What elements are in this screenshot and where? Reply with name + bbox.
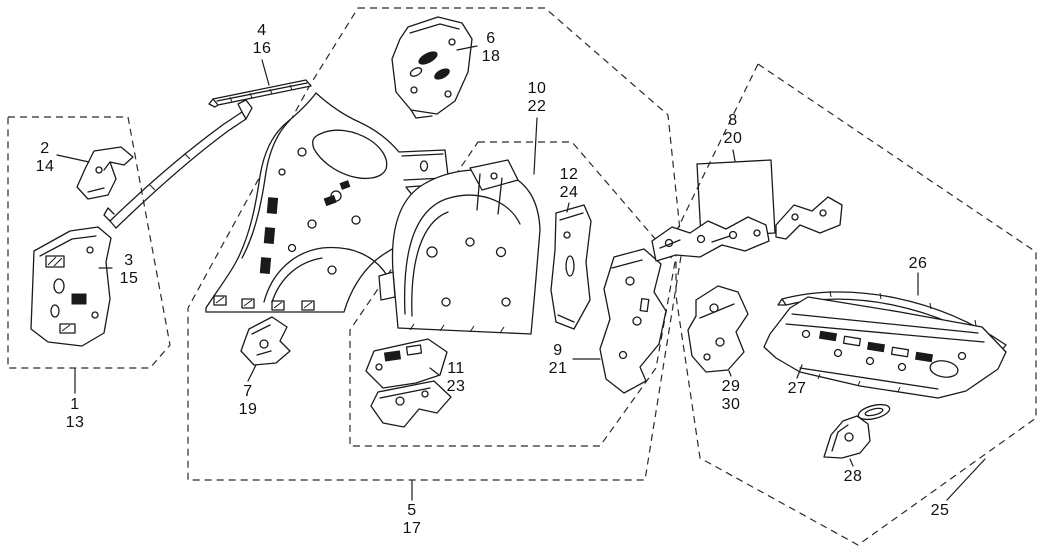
leader-line-11-23 xyxy=(429,367,440,376)
part-drawing-27 xyxy=(763,296,1007,399)
part-callout-26: 26 xyxy=(908,255,928,272)
leader-line-28 xyxy=(849,458,854,467)
part-drawing-11-23 xyxy=(365,338,452,428)
leader-line-10-22 xyxy=(533,117,538,175)
part-drawing-28 xyxy=(823,403,891,459)
part-drawing-4-16-rail xyxy=(103,99,253,229)
part-drawing-7-19 xyxy=(240,316,291,366)
leader-lines xyxy=(56,45,986,501)
part-drawing-6-18 xyxy=(391,16,473,119)
part-drawing-3-15 xyxy=(30,226,112,347)
part-drawing-8-20 xyxy=(696,159,776,238)
leader-line-2-14 xyxy=(56,154,90,163)
leader-line-6-18 xyxy=(456,45,478,51)
leader-line-27 xyxy=(796,364,803,379)
leader-line-8-20 xyxy=(732,149,736,162)
leader-line-12-24 xyxy=(566,202,570,213)
dashed-group-outline-left xyxy=(7,116,171,369)
part-callout-28: 28 xyxy=(843,468,863,485)
dashed-group-outline-inner xyxy=(349,141,676,447)
part-drawing-29-30 xyxy=(687,285,749,373)
leader-line-7-19 xyxy=(247,364,257,382)
leader-line-25 xyxy=(946,458,986,501)
part-drawing-12-24 xyxy=(550,204,592,330)
part-drawing-4-16-strip xyxy=(208,79,312,108)
part-callout-27: 27 xyxy=(787,380,807,397)
part-drawing-9-21 xyxy=(599,248,667,394)
part-callout-25: 25 xyxy=(930,502,950,519)
part-drawing-quarter-panel xyxy=(205,92,450,313)
part-drawing-8-20-brackets xyxy=(651,196,843,262)
leader-line-29-30 xyxy=(728,370,732,377)
leader-line-4-16 xyxy=(261,59,270,86)
part-drawing-2-14 xyxy=(76,146,134,200)
part-drawing-10-22 xyxy=(378,159,541,335)
